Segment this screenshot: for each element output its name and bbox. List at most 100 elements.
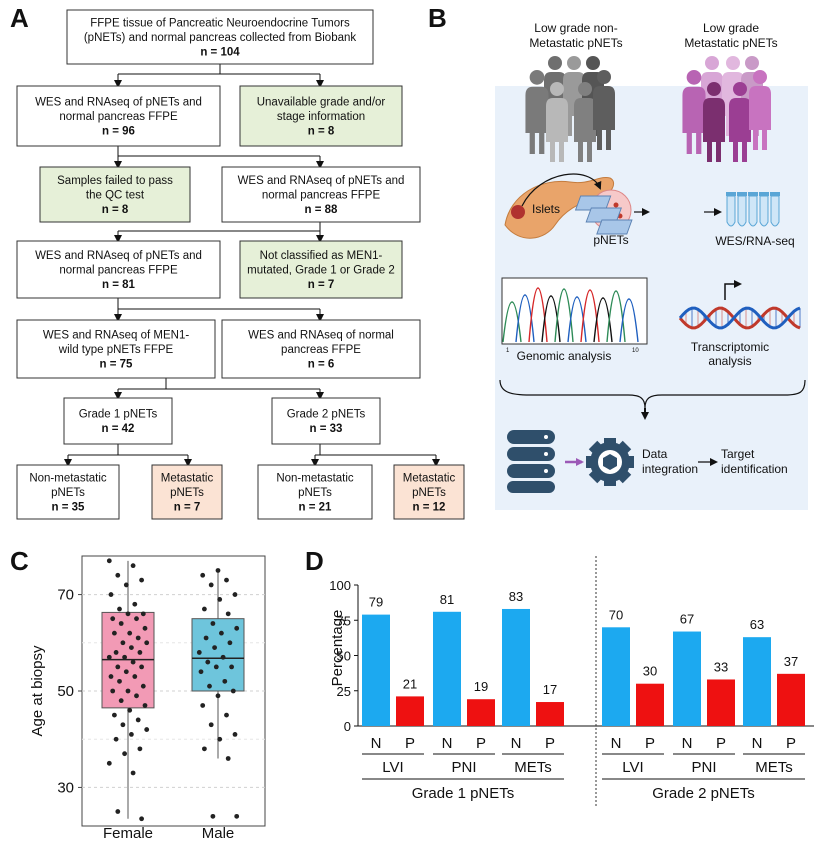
flow-node-count: n = 6 xyxy=(308,358,335,370)
flow-node-text: Unavailable grade and/or xyxy=(257,96,386,108)
boxplot-point xyxy=(132,601,138,607)
boxplot-point xyxy=(106,760,112,766)
boxplot-point xyxy=(140,611,146,617)
boxplot-point xyxy=(122,654,127,660)
boxplot-point xyxy=(215,568,221,573)
gear-tooth xyxy=(586,456,594,468)
bar-group-label: METs xyxy=(514,759,552,776)
sequencing-tubes-icon xyxy=(726,192,780,227)
flow-node-text: pNETs xyxy=(298,487,332,499)
dna-strand-blue xyxy=(678,306,801,330)
bar-value-label: 33 xyxy=(714,659,728,674)
flow-node-text: pNETs xyxy=(170,487,204,499)
person-icon xyxy=(729,82,751,162)
tube-cap xyxy=(770,192,780,196)
tube-cap xyxy=(726,192,736,196)
bar-n xyxy=(433,611,461,726)
bar-category-label: P xyxy=(405,735,415,752)
boxplot-point xyxy=(139,577,145,583)
boxplot-point xyxy=(113,736,119,742)
bar-p xyxy=(636,683,664,726)
boxplot-point xyxy=(217,596,223,602)
chromatogram-peak xyxy=(567,296,587,343)
flow-node-box xyxy=(257,464,373,520)
boxplot-point xyxy=(196,650,202,655)
boxplot-box xyxy=(191,618,245,692)
group-metastatic-label-2: Metastatic pNETs xyxy=(684,36,777,50)
tube xyxy=(737,195,747,227)
boxplot-point xyxy=(123,669,129,675)
flow-node-count: n = 7 xyxy=(308,279,335,291)
boxplot-point xyxy=(210,621,216,626)
flow-node-text: stage information xyxy=(277,111,365,123)
boxplot-point xyxy=(106,558,112,564)
bar-n xyxy=(743,637,771,726)
boxplot-point xyxy=(207,683,212,689)
data-integration-label-2: integration xyxy=(642,462,698,476)
flow-node-box xyxy=(63,397,173,445)
chromatogram-tick-start: 1 xyxy=(506,348,510,354)
boxplot-point xyxy=(125,611,131,617)
boxplot-point xyxy=(130,770,136,776)
chromatogram-peak xyxy=(515,294,535,343)
boxplot-point xyxy=(120,722,126,728)
bar-group-label: PNI xyxy=(451,759,476,776)
flow-node-text: WES and RNAseq of pNETs and xyxy=(35,250,202,262)
flow-node-text: normal pancreas FFPE xyxy=(59,111,178,123)
boxplot-x-tick-label: Female xyxy=(103,825,153,842)
flow-node-notclass: Not classified as MEN1- mutated, Grade 1 … xyxy=(239,240,403,299)
grade-label: Grade 1 pNETs xyxy=(412,785,515,802)
boxplot-point xyxy=(108,592,114,597)
flow-node-box xyxy=(16,240,221,299)
boxplot-point xyxy=(225,756,231,761)
boxplot-point xyxy=(115,809,121,814)
bar-p xyxy=(467,699,495,726)
gear-tooth xyxy=(617,440,632,455)
gear-tooth xyxy=(626,456,634,468)
flow-node-text: pNETs xyxy=(51,487,85,499)
tube-cap xyxy=(737,192,747,196)
boxplot-point xyxy=(229,664,235,670)
flow-node-text: Not classified as MEN1- xyxy=(260,250,383,262)
boxplot-point xyxy=(118,621,124,626)
bar-y-axis-label: Percentage xyxy=(329,610,346,687)
bar-p xyxy=(707,679,735,726)
target-identification-label-1: Target xyxy=(721,447,755,461)
chromatogram-peak xyxy=(593,297,613,343)
bar-category-label: P xyxy=(716,735,726,752)
gear-tooth xyxy=(604,438,616,446)
bar-p xyxy=(536,702,564,726)
boxplot-point xyxy=(117,606,122,612)
bar-category-label: N xyxy=(611,735,622,752)
boxplot-point xyxy=(142,703,148,708)
boxplot-point xyxy=(122,751,127,757)
flow-node-unavail: Unavailable grade and/or stage informatio… xyxy=(239,85,403,147)
boxplot-point xyxy=(129,731,134,737)
tube-cap xyxy=(748,192,758,196)
target-identification-label-2: identification xyxy=(721,462,788,476)
boxplot-point xyxy=(118,698,124,704)
flow-node-text: mutated, Grade 1 or Grade 2 xyxy=(247,264,395,276)
flowchart: FFPE tissue of Pancreatic Neuroendocrine… xyxy=(16,9,465,520)
bar-value-label: 83 xyxy=(509,589,523,604)
bar-category-label: P xyxy=(476,735,486,752)
flow-node-count: n = 7 xyxy=(174,501,201,513)
boxplot-point xyxy=(135,717,141,723)
bar-y-tick-label: 75 xyxy=(337,613,351,628)
flow-node-text: (pNETs) and normal pancreas collected fr… xyxy=(84,32,357,44)
bar-group-label: PNI xyxy=(691,759,716,776)
boxplot-point xyxy=(113,650,119,655)
flow-node-count: n = 35 xyxy=(52,501,86,513)
flow-node-count: n = 104 xyxy=(200,46,240,58)
bar-value-label: 67 xyxy=(680,612,694,627)
gear-tooth xyxy=(588,440,603,455)
bar-category-label: P xyxy=(786,735,796,752)
flow-node-text: Non-metastatic xyxy=(276,472,354,484)
boxplot-point xyxy=(140,683,146,689)
bar-y-tick-label: 50 xyxy=(337,649,351,664)
boxplot-point xyxy=(208,582,214,588)
bar-category-label: P xyxy=(545,735,555,752)
